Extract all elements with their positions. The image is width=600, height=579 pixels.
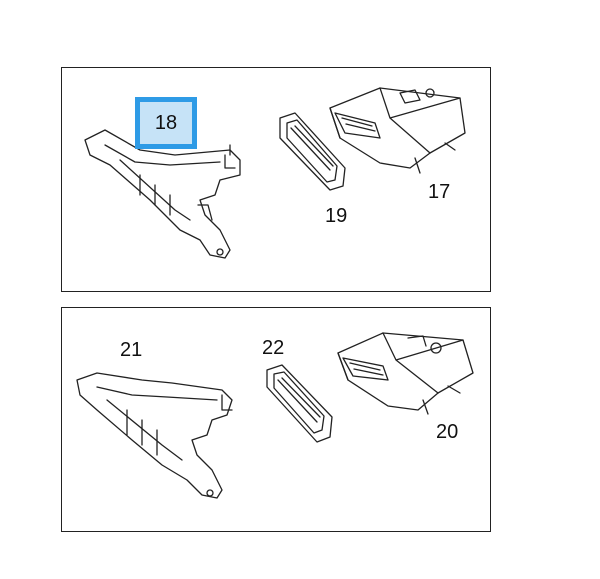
bracket-21-drawing (76, 372, 233, 499)
callout-22-label: 22 (262, 337, 285, 359)
callout-19-label: 19 (325, 205, 348, 227)
bracket-18-drawing (84, 129, 241, 259)
callout-21-label: 21 (120, 339, 143, 361)
gasket-19-drawing (279, 112, 346, 191)
gasket-22-drawing (266, 364, 333, 443)
control-unit-17-drawing (329, 87, 466, 174)
callout-18-highlight[interactable]: 18 (135, 97, 197, 149)
callout-18-label: 18 (154, 111, 178, 134)
bottom-diagram-panel (61, 307, 491, 532)
top-diagram-panel (61, 67, 491, 292)
callout-20-label: 20 (436, 421, 459, 443)
control-unit-20-drawing (337, 332, 474, 415)
callout-17-label: 17 (428, 181, 451, 203)
